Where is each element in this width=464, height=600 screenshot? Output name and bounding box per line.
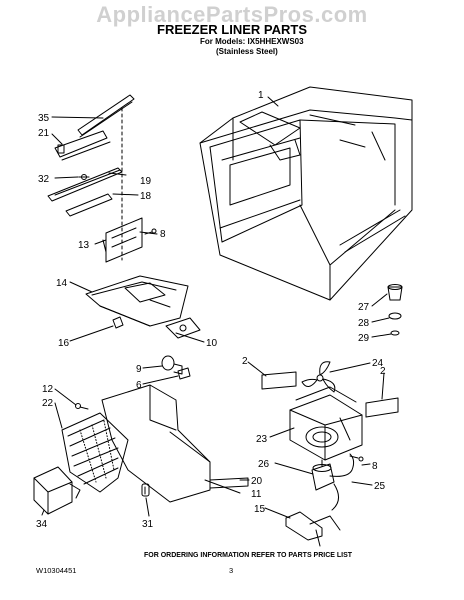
- light-bulb-part: [161, 355, 183, 375]
- page-number: 3: [229, 566, 234, 575]
- callout-18: 18: [140, 191, 152, 202]
- callout-8-upper: 8: [160, 229, 166, 240]
- callout-28: 28: [358, 318, 370, 329]
- fan-housing-part: [289, 386, 363, 461]
- ordering-note: FOR ORDERING INFORMATION REFER TO PARTS …: [144, 552, 353, 559]
- callout-1: 1: [258, 90, 264, 101]
- rear-duct-panel-part: [101, 384, 211, 503]
- callout-32: 32: [38, 174, 50, 185]
- callout-22: 22: [42, 398, 54, 409]
- callout-2-right: 2: [380, 366, 386, 377]
- callout-2-left: 2: [242, 356, 248, 367]
- lower-slide-rail-part: [47, 167, 123, 217]
- callout-15: 15: [254, 504, 266, 515]
- upper-slide-rail-part: [77, 94, 135, 138]
- callout-23: 23: [256, 434, 268, 445]
- callout-31: 31: [142, 519, 154, 530]
- insulation-pad-right-part: [365, 397, 399, 418]
- callout-35: 35: [38, 113, 50, 124]
- document-number: W10304451: [36, 566, 77, 575]
- callout-29: 29: [358, 333, 370, 344]
- drain-grommet-part: [387, 284, 403, 301]
- side-bracket-part: [102, 217, 143, 263]
- callout-13: 13: [78, 240, 90, 251]
- rail-bracket-part: [54, 130, 111, 161]
- callout-10: 10: [206, 338, 218, 349]
- callout-12: 12: [42, 384, 54, 395]
- freezer-liner-part: [199, 86, 413, 301]
- page-title: FREEZER LINER PARTS: [157, 22, 307, 37]
- callout-26: 26: [258, 459, 270, 470]
- fan-grille-part: [61, 412, 129, 493]
- callout-11: 11: [251, 489, 262, 500]
- motor-harness-part: [329, 453, 355, 511]
- callout-20: 20: [251, 476, 263, 487]
- motor-bracket-part: [285, 511, 341, 547]
- fan-cover-box-part: [33, 466, 81, 515]
- watermark: AppliancePartsPros.com: [96, 2, 368, 27]
- seal-ring-part: [390, 330, 400, 336]
- models-line: For Models: IX5HHEXWS03: [200, 37, 304, 46]
- fan-blade-part: [301, 361, 336, 393]
- cover-clip-part: [112, 316, 124, 329]
- callout-19: 19: [140, 176, 152, 187]
- callout-9: 9: [136, 364, 142, 375]
- variant-line: (Stainless Steel): [216, 47, 278, 56]
- evaporator-cover-part: [85, 275, 189, 327]
- cover-screw-part: [75, 403, 89, 410]
- insulation-pad-left-part: [261, 371, 297, 390]
- callout-6: 6: [136, 380, 142, 391]
- panel-clip-part: [141, 483, 150, 497]
- duct-seal-strip-part: [209, 477, 249, 489]
- callout-labels: 1 35 21 32 19 18 13 8 14 16 10 27 28 29 …: [36, 90, 386, 530]
- rail-screw-part: [78, 174, 90, 180]
- washer-part: [388, 312, 402, 320]
- light-socket-part: [177, 367, 191, 380]
- callout-14: 14: [56, 278, 68, 289]
- callout-24: 24: [372, 358, 384, 369]
- fan-motor-part: [311, 459, 335, 491]
- callout-25: 25: [374, 481, 386, 492]
- foam-pad-part: [165, 317, 201, 339]
- callout-21: 21: [38, 128, 50, 139]
- callout-34: 34: [36, 519, 48, 530]
- callout-8-lower: 8: [372, 461, 378, 472]
- callout-16: 16: [58, 338, 70, 349]
- callout-27: 27: [358, 302, 370, 313]
